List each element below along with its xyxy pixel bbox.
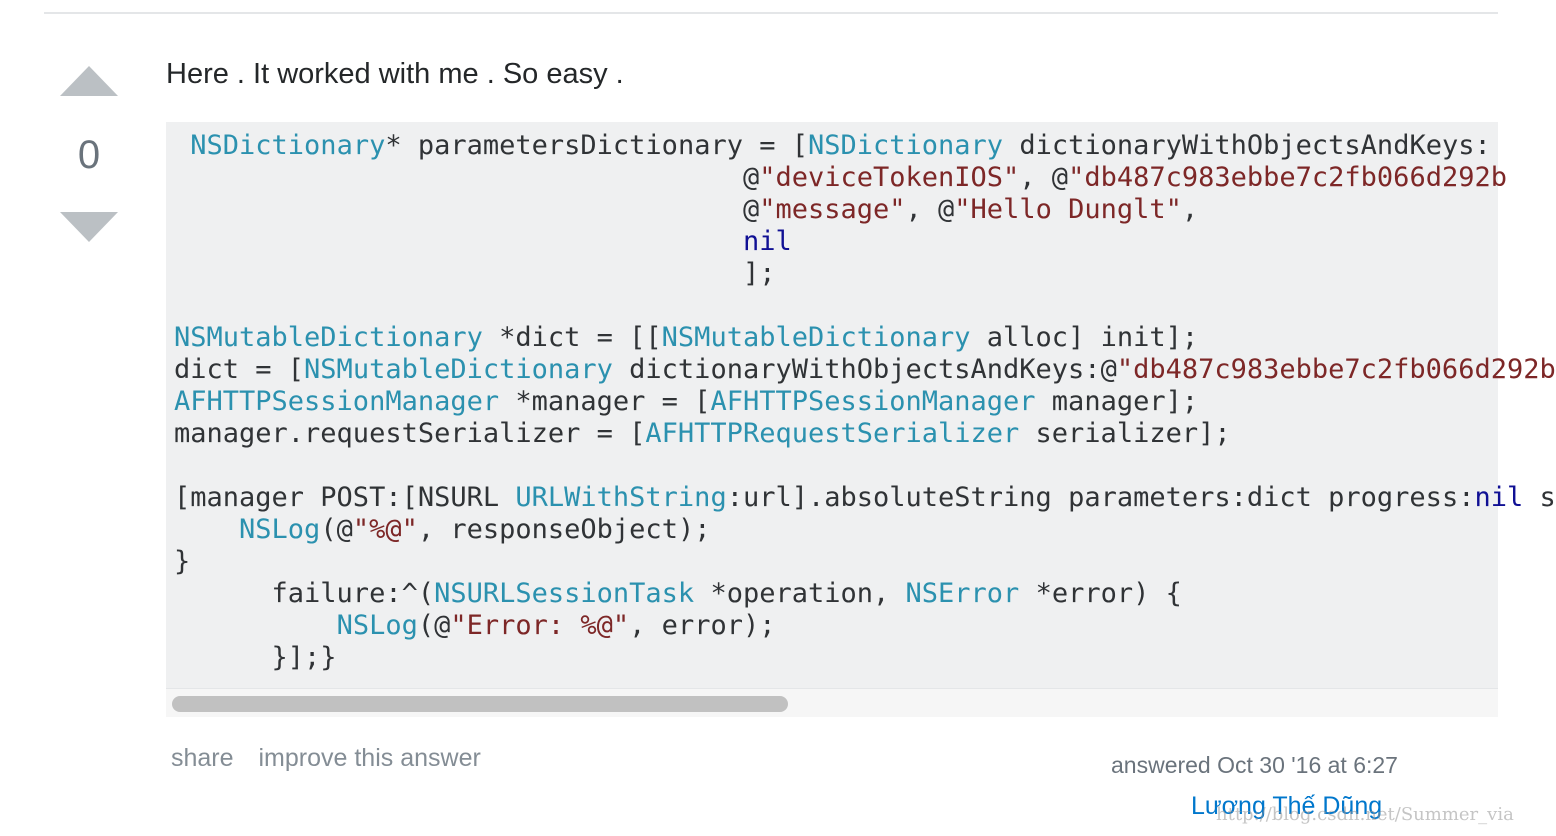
watermark: http://blog.csdn.net/Summer_via xyxy=(1216,804,1514,825)
code-token: "db487c983ebbe7c2fb066d292b xyxy=(1068,162,1507,193)
code-line: NSMutableDictionary *dict = [[NSMutableD… xyxy=(174,322,1198,353)
code-token: (@ xyxy=(320,514,353,545)
code-token: NSMutableDictionary xyxy=(174,322,483,353)
code-line: failure:^(NSURLSessionTask *operation, N… xyxy=(174,578,1182,609)
code-token: serializer]; xyxy=(1019,418,1231,449)
code-line: nil xyxy=(174,226,792,257)
code-token: NSURLSessionTask xyxy=(434,578,695,609)
code-block[interactable]: NSDictionary* parametersDictionary = [NS… xyxy=(166,122,1556,717)
code-line: }];} xyxy=(174,642,337,673)
code-token: (@ xyxy=(417,610,451,641)
code-token: dictionaryWithObjectsAndKeys: xyxy=(1003,130,1491,161)
code-token: NSError xyxy=(905,578,1020,609)
code-token: AFHTTPRequestSerializer xyxy=(645,418,1020,449)
vote-down-arrow-icon[interactable] xyxy=(60,212,118,242)
code-token xyxy=(174,514,239,545)
answered-time: answered Oct 30 '16 at 6:27 xyxy=(1111,752,1398,778)
code-line: AFHTTPSessionManager *manager = [AFHTTPS… xyxy=(174,386,1198,417)
code-line: } xyxy=(174,546,190,577)
code-token: [manager POST:[NSURL xyxy=(174,482,516,513)
code-line: NSLog(@"Error: %@", error); xyxy=(174,610,776,641)
code-token: *operation, xyxy=(694,578,906,609)
code-token: NSDictionary xyxy=(190,130,386,161)
top-divider xyxy=(44,12,1498,14)
code-token: nil xyxy=(1474,482,1524,513)
vote-up-arrow-icon[interactable] xyxy=(60,66,118,96)
code-token: URLWithString xyxy=(515,482,727,513)
scrollbar-thumb[interactable] xyxy=(172,696,788,712)
code-token: nil xyxy=(742,226,792,257)
code-token: } xyxy=(174,546,191,577)
code-token: NSLog xyxy=(336,610,418,641)
code-line: [manager POST:[NSURL URLWithString:url].… xyxy=(174,482,1556,513)
code-line: ]; xyxy=(174,258,776,289)
code-token: NSDictionary xyxy=(807,130,1004,161)
code-token: NSMutableDictionary xyxy=(661,322,971,353)
code-line: @"deviceTokenIOS", @"db487c983ebbe7c2fb0… xyxy=(174,162,1507,193)
code-token: AFHTTPSessionManager xyxy=(710,386,1036,417)
answer-intro-text: Here . It worked with me . So easy . xyxy=(166,58,624,90)
code-token xyxy=(174,226,743,257)
code-token: AFHTTPSessionManager xyxy=(174,386,500,417)
code-token: NSMutableDictionary xyxy=(304,354,613,385)
code-line: NSLog(@"%@", responseObject); xyxy=(174,514,710,545)
code-token: "Hello Dunglt" xyxy=(954,194,1182,225)
post-menu: share improve this answer xyxy=(171,744,499,773)
code-token: *manager = [ xyxy=(499,386,711,417)
code-line: NSDictionary* parametersDictionary = [NS… xyxy=(174,130,1491,161)
code-token: :url].absoluteString parameters:dict pro… xyxy=(726,482,1475,513)
code-token: "Error: %@" xyxy=(450,610,630,641)
code-token: *dict = [[ xyxy=(482,322,662,353)
code-token: dictionaryWithObjectsAndKeys:@ xyxy=(612,354,1117,385)
user-name-link[interactable]: Lương Thế Dũng xyxy=(1191,792,1383,820)
code-token: "db487c983ebbe7c2fb066d292b xyxy=(1116,354,1556,385)
code-token: "message" xyxy=(759,194,906,225)
code-content: NSDictionary* parametersDictionary = [NS… xyxy=(174,130,1556,674)
code-token: * parametersDictionary = [ xyxy=(385,130,808,161)
share-link[interactable]: share xyxy=(171,744,234,772)
code-token: NSLog xyxy=(239,514,321,545)
code-line: @"message", @"Hello Dunglt", xyxy=(174,194,1198,225)
code-token: dict = [ xyxy=(174,354,305,385)
code-token: failure:^( xyxy=(174,578,435,609)
code-token: , responseObject); xyxy=(417,514,711,545)
code-token: , xyxy=(1181,194,1199,225)
code-token: , @ xyxy=(905,194,955,225)
code-token: "deviceTokenIOS" xyxy=(759,162,1020,193)
code-token: s xyxy=(1523,482,1556,513)
code-token xyxy=(174,130,190,161)
code-token: @ xyxy=(174,194,760,225)
horizontal-scrollbar[interactable] xyxy=(166,688,1498,717)
code-line: dict = [NSMutableDictionary dictionaryWi… xyxy=(174,354,1556,385)
code-token: , error); xyxy=(629,610,776,641)
improve-answer-link[interactable]: improve this answer xyxy=(258,744,481,772)
code-token: manager]; xyxy=(1035,386,1199,417)
code-token: ]; xyxy=(174,258,776,289)
code-token xyxy=(174,610,337,641)
code-token: }];} xyxy=(174,642,337,673)
code-line: manager.requestSerializer = [AFHTTPReque… xyxy=(174,418,1231,449)
code-token: @ xyxy=(174,162,760,193)
code-token: manager.requestSerializer = [ xyxy=(174,418,646,449)
code-token: alloc] init]; xyxy=(970,322,1199,353)
code-token: , @ xyxy=(1019,162,1069,193)
code-token: *error) { xyxy=(1019,578,1182,609)
vote-count: 0 xyxy=(77,133,101,177)
code-token: "%@" xyxy=(352,514,418,545)
